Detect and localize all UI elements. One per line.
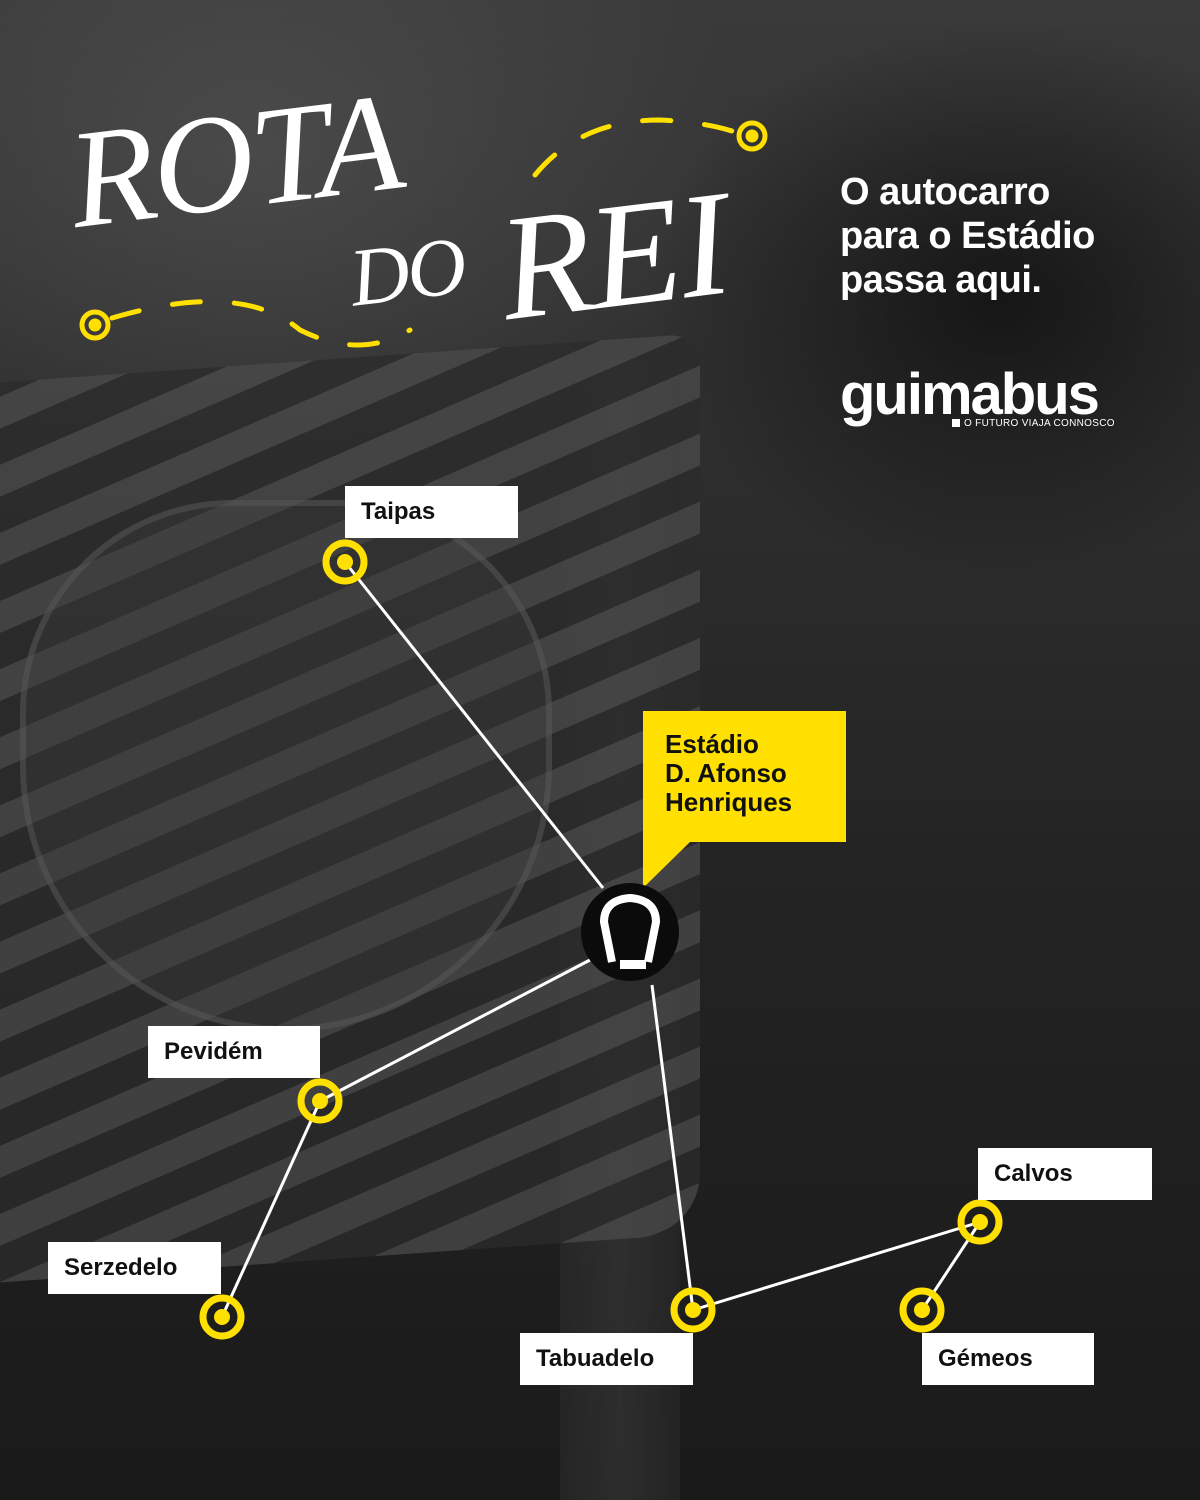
stop-label-gemeos: Gémeos: [922, 1333, 1094, 1385]
stop-marker-icons: [199, 539, 1003, 1340]
stop-label-tabuadelo: Tabuadelo: [520, 1333, 693, 1385]
tagline-line-1: O autocarro: [840, 171, 1050, 213]
tagline-line-3: passa aqui.: [840, 259, 1042, 301]
brand-name: guimabus: [840, 362, 1100, 427]
tagline-line-2: para o Estádio: [840, 215, 1095, 257]
title-endpoint-icon: [79, 120, 768, 341]
club-crest: [20, 500, 552, 1032]
hub-label-pointer: [643, 842, 690, 888]
stop-label-serzedelo: Serzedelo: [48, 1242, 221, 1294]
hub-name-line-1: Estádio: [665, 729, 759, 759]
hub-name-line-2: D. Afonso: [665, 758, 787, 788]
hub-name-line-3: Henriques: [665, 787, 793, 817]
guimabus-logo: guimabus O FUTURO VIAJA CONNOSCO: [840, 362, 1115, 430]
stop-label-taipas: Taipas: [345, 486, 518, 538]
brand-slogan: O FUTURO VIAJA CONNOSCO: [952, 418, 1115, 429]
route-lines: [220, 561, 982, 1318]
stop-label-calvos: Calvos: [978, 1148, 1152, 1200]
stop-label-pevidem: Pevidém: [148, 1026, 320, 1078]
stadium-hub-icon: [581, 883, 679, 981]
hub-label-stadium: Estádio D. Afonso Henriques: [643, 711, 846, 842]
tagline: O autocarro para o Estádio passa aqui.: [840, 170, 1095, 302]
decorative-dashed-route: [109, 117, 738, 348]
